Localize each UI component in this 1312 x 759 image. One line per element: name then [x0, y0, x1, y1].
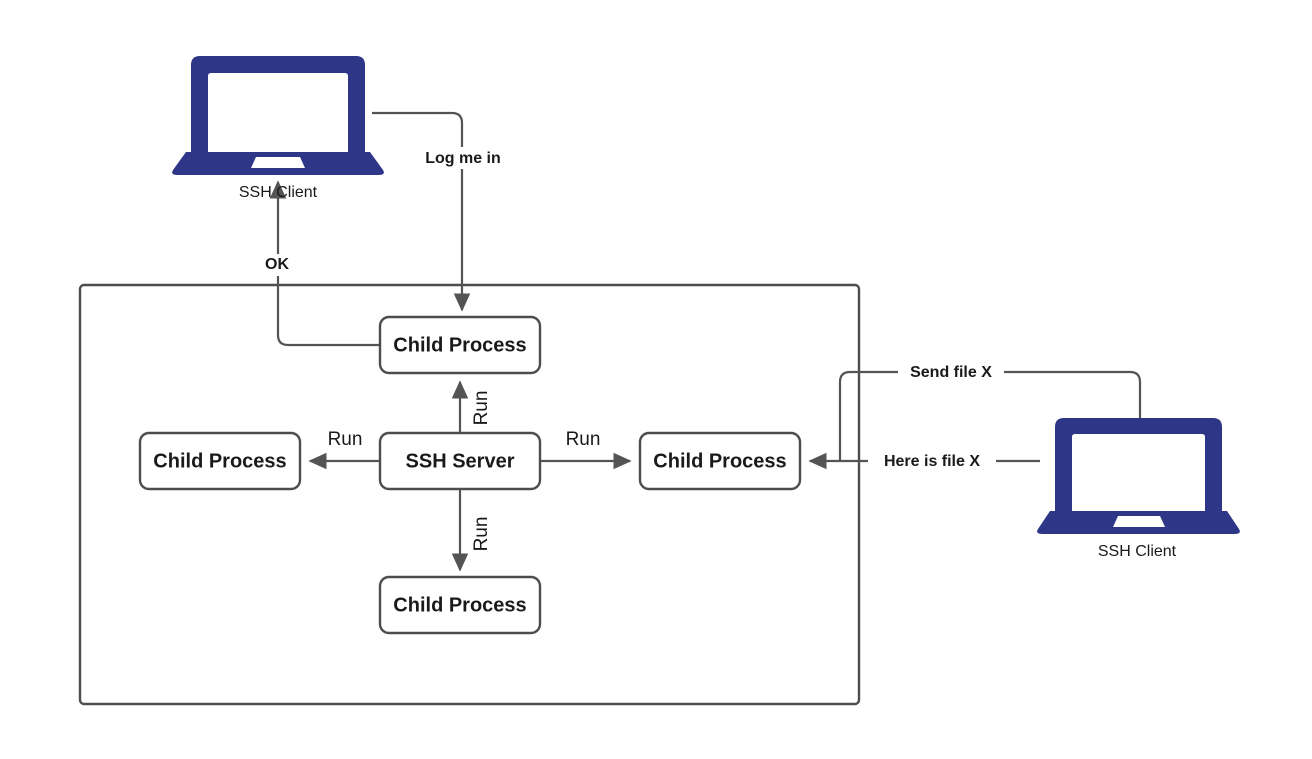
server-host-container	[78, 283, 861, 706]
node-ssh-server[interactable]: SSH Server	[378, 431, 542, 491]
node-child-process-right[interactable]: Child Process	[638, 431, 802, 491]
node-child-process-top[interactable]: Child Process	[378, 315, 542, 375]
laptop-notch	[251, 157, 305, 168]
edge-send-file: Send file X	[838, 362, 1142, 461]
node-ssh-client-top[interactable]: SSH Client	[172, 56, 384, 201]
edge-send-file-label: Send file X	[910, 364, 992, 381]
edge-run-right-label: Run	[566, 429, 601, 450]
ssh-client-top-label: SSH Client	[239, 184, 318, 201]
edge-ok: OK	[256, 180, 380, 347]
edge-run-left-label: Run	[328, 429, 363, 450]
edge-run-up: Run	[451, 380, 492, 432]
child-process-left-label: Child Process	[153, 450, 286, 472]
edge-run-down: Run	[451, 490, 492, 572]
edge-run-right: Run	[540, 429, 632, 470]
edge-here-is-file-label: Here is file X	[884, 453, 980, 470]
edge-log-me-in-path	[372, 111, 471, 312]
child-process-right-label: Child Process	[653, 450, 786, 472]
node-ssh-client-right[interactable]: SSH Client	[1037, 418, 1240, 560]
edge-ok-label: OK	[265, 256, 289, 273]
child-process-top-box[interactable]	[378, 315, 542, 375]
edge-log-me-in-label: Log me in	[425, 150, 501, 167]
ssh-client-right-label: SSH Client	[1098, 543, 1177, 560]
laptop-notch	[1113, 516, 1165, 527]
node-child-process-bottom[interactable]: Child Process	[378, 575, 542, 635]
child-process-right-box[interactable]	[638, 431, 802, 491]
child-process-left-box[interactable]	[138, 431, 302, 491]
edge-run-down-label: Run	[471, 517, 492, 552]
edge-here-is-file: Here is file X	[808, 451, 1040, 471]
laptop-icon	[1037, 418, 1240, 534]
child-process-bottom-box[interactable]	[378, 575, 542, 635]
ssh-server-label: SSH Server	[406, 450, 515, 472]
laptop-icon	[172, 56, 384, 175]
child-process-bottom-label: Child Process	[393, 594, 526, 616]
edge-log-me-in: Log me in	[372, 111, 511, 312]
edge-run-up-label: Run	[471, 391, 492, 426]
edge-ok-path	[269, 180, 380, 347]
edge-run-left: Run	[308, 429, 380, 470]
laptop-screen-bezel	[191, 56, 365, 152]
node-child-process-left[interactable]: Child Process	[138, 431, 302, 491]
ssh-server-box[interactable]	[378, 431, 542, 491]
laptop-screen-bezel	[1055, 418, 1222, 511]
edge-send-file-path	[838, 370, 1142, 461]
child-process-top-label: Child Process	[393, 334, 526, 356]
